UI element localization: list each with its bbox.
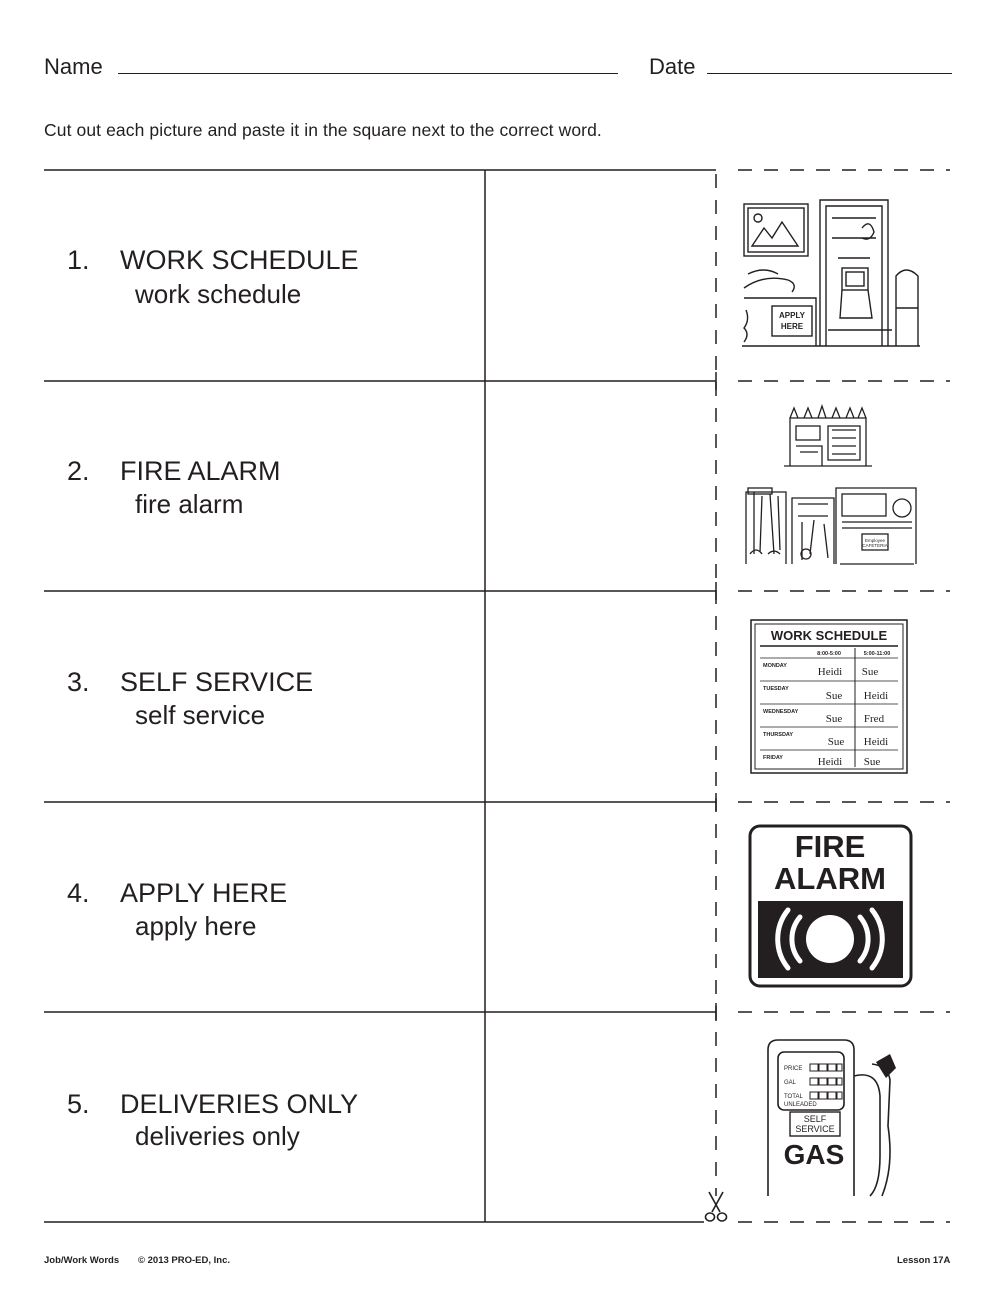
schedule-cell: Heidi [818, 666, 842, 678]
item-3-number: 3. [67, 667, 90, 697]
self-service-line-1: SELF [804, 1114, 827, 1124]
item-4-word-lower: apply here [135, 911, 257, 941]
schedule-cell: Heidi [818, 756, 842, 768]
gas-label: GAS [784, 1139, 845, 1170]
gas-pump-picture[interactable]: PRICE GAL TOTAL UNLEADED SELF SERVICE GA… [762, 1036, 908, 1202]
paste-square-1[interactable] [486, 171, 715, 380]
item-1-word-lower: work schedule [135, 279, 302, 309]
item-1-number: 1. [67, 245, 90, 275]
schedule-day: WEDNESDAY [763, 709, 799, 715]
fire-alarm-line-2: ALARM [774, 861, 886, 896]
svg-text:CAFETERIA: CAFETERIA [862, 543, 887, 548]
schedule-cell: Fred [864, 713, 885, 725]
footer-copyright: © 2013 PRO-ED, Inc. [138, 1255, 231, 1266]
date-field-line[interactable] [707, 73, 952, 74]
name-field-line[interactable] [118, 73, 618, 74]
paste-square-4[interactable] [486, 803, 715, 1011]
scissors-icon [704, 1191, 728, 1222]
fire-alarm-picture[interactable]: FIRE ALARM [748, 824, 913, 988]
schedule-cell: Sue [864, 756, 881, 768]
schedule-day: MONDAY [763, 663, 787, 669]
schedule-title: WORK SCHEDULE [771, 628, 888, 643]
schedule-cell: Sue [862, 666, 879, 678]
deliveries-scene-picture[interactable]: Employee CAFETERIA [744, 404, 918, 568]
fire-alarm-line-1: FIRE [795, 829, 866, 864]
schedule-day: THURSDAY [763, 732, 793, 738]
self-service-line-2: SERVICE [795, 1124, 834, 1134]
paste-square-3[interactable] [486, 592, 715, 801]
item-3-word-upper: SELF SERVICE [120, 667, 314, 697]
schedule-shift-1: 8:00-5:00 [817, 651, 841, 657]
item-1-word-upper: WORK SCHEDULE [120, 245, 359, 275]
schedule-day: FRIDAY [763, 755, 783, 761]
schedule-cell: Heidi [864, 736, 888, 748]
schedule-shift-2: 5:00-11:00 [864, 651, 891, 657]
schedule-day: TUESDAY [763, 686, 789, 692]
gas-unleaded-label: UNLEADED [784, 1102, 817, 1108]
item-5-word-upper: DELIVERIES ONLY [120, 1089, 359, 1119]
footer-series: Job/Work Words [44, 1255, 120, 1266]
paste-square-2[interactable] [486, 382, 715, 590]
svg-text:APPLY: APPLY [779, 311, 806, 320]
footer-lesson: Lesson 17A [897, 1255, 951, 1266]
item-5-number: 5. [67, 1089, 90, 1119]
schedule-cell: Sue [826, 690, 843, 702]
item-2-word-lower: fire alarm [135, 489, 244, 519]
schedule-cell: Sue [826, 713, 843, 725]
item-3-word-lower: self service [135, 700, 266, 730]
schedule-cell: Heidi [864, 690, 888, 702]
instructions: Cut out each picture and paste it in the… [44, 120, 602, 140]
svg-text:HERE: HERE [781, 322, 804, 331]
paste-square-5[interactable] [486, 1013, 715, 1221]
schedule-cell: Sue [828, 736, 845, 748]
work-schedule-picture[interactable]: WORK SCHEDULE 8:00-5:00 5:00-11:00 MONDA… [750, 619, 908, 774]
item-4-word-upper: APPLY HERE [120, 878, 288, 908]
item-5-word-lower: deliveries only [135, 1121, 300, 1151]
apply-here-office-picture[interactable]: APPLY HERE [742, 198, 920, 350]
name-label: Name [44, 54, 103, 79]
item-4-number: 4. [67, 878, 90, 908]
gas-total-label: TOTAL [784, 1094, 803, 1100]
svg-text:Employee: Employee [865, 538, 886, 543]
gas-price-label: PRICE [784, 1066, 802, 1072]
item-2-word-upper: FIRE ALARM [120, 456, 281, 486]
item-2-number: 2. [67, 456, 90, 486]
gas-gal-label: GAL [784, 1080, 797, 1086]
date-label: Date [649, 54, 696, 79]
